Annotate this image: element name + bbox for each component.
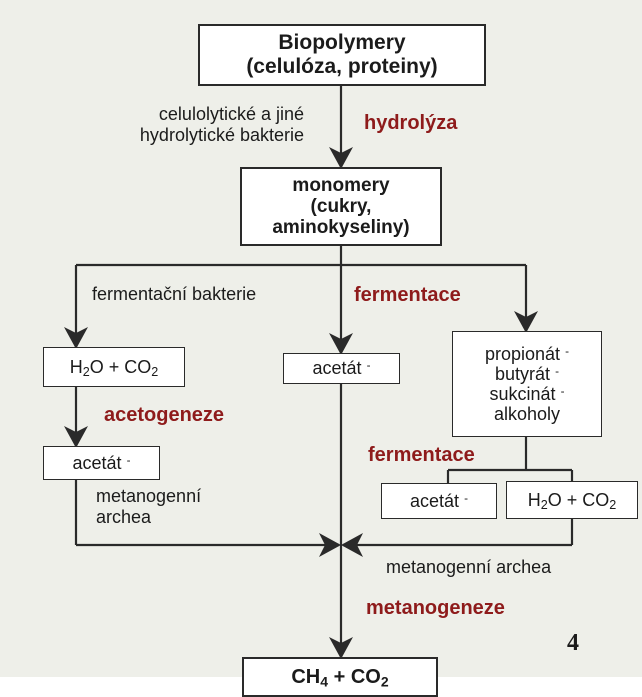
methanogenic-archea-right-label: metanogenní archea [386,557,552,577]
ch4-co2-box: CH4 + CO2 [242,657,438,697]
acetate-box-middle: acetát - [283,353,400,384]
biopolymers-title: Biopolymery [278,31,406,55]
methanogenic-archea-left-label: metanogenní archea [96,486,202,527]
biopolymers-box: Biopolymery (celulóza, proteiny) [198,24,486,86]
acetogenesis-label: acetogeneze [104,404,225,426]
h2o-co2-box-left: H2O + CO2 [43,347,185,387]
figure-number: 4 [567,630,579,656]
acetate-box-right: acetát - [381,483,497,519]
biopolymers-subtitle: (celulóza, proteiny) [246,55,438,78]
hydrolysis-label: hydrolýza [364,112,458,134]
h2o-co2-box-right: H2O + CO2 [506,481,638,519]
hydrolytic-bacteria-label: celulolytické a jiné hydrolytické bakter… [139,104,304,145]
monomers-box: monomery (cukry, aminokyseliny) [240,167,442,246]
fermentation-label: fermentace [354,284,461,306]
second-fermentation-label: fermentace [368,444,475,466]
flow-connectors [64,86,574,659]
fermentation-products-box: propionát - butyrát - sukcinát - alkohol… [452,331,602,437]
methanogenesis-label: metanogeneze [366,597,505,619]
fermentative-bacteria-label: fermentační bakterie [92,284,257,304]
acetate-box-left: acetát - [43,446,160,480]
